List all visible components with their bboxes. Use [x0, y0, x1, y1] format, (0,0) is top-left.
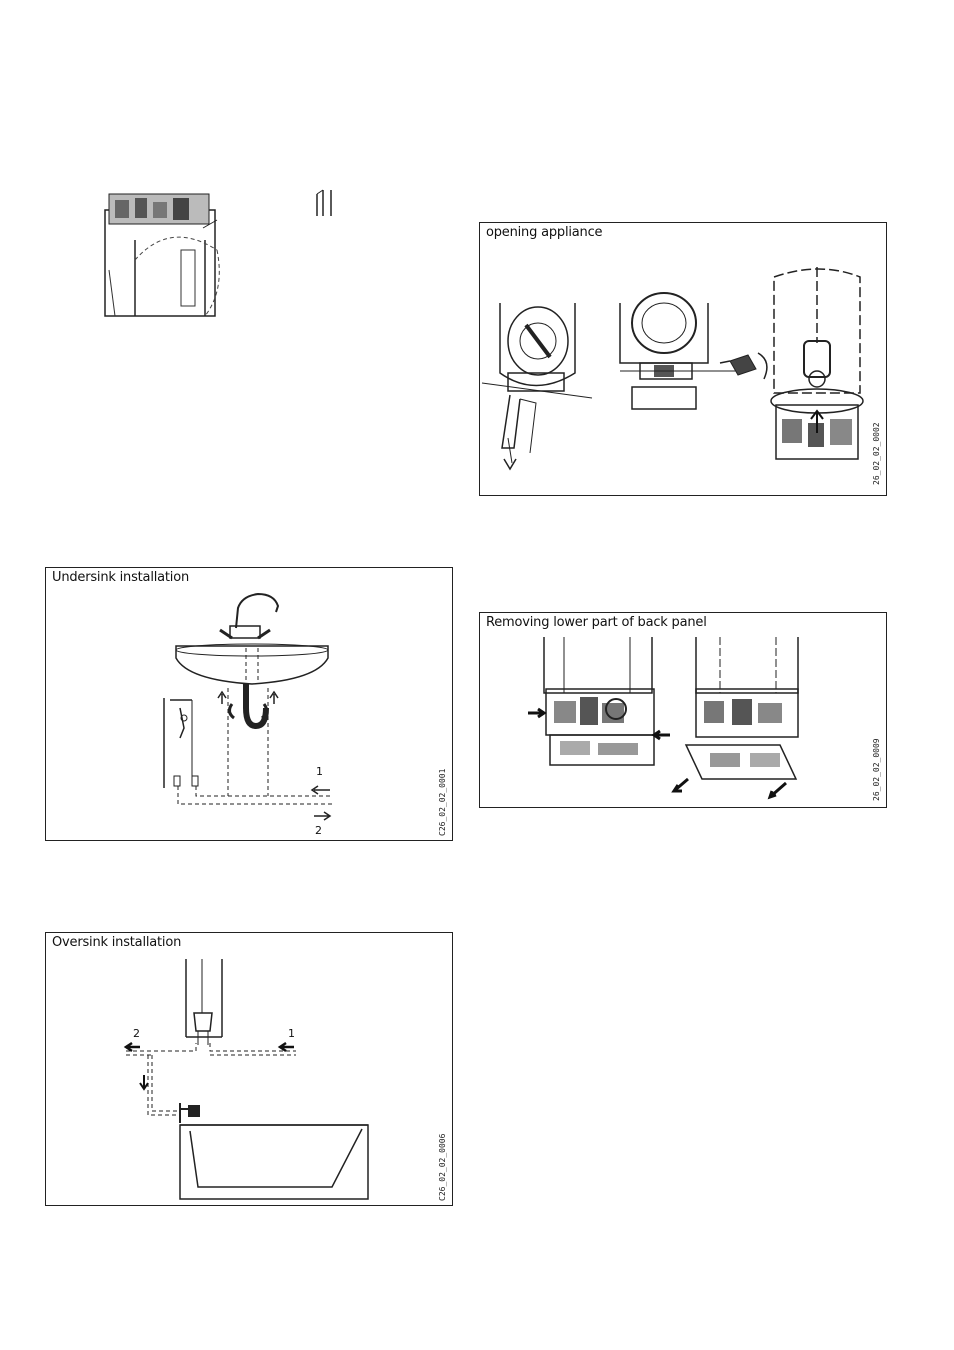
opening-appliance-drawing: [480, 223, 888, 497]
oversink-drawing: [46, 933, 454, 1207]
removing-back-panel-drawing: [480, 613, 888, 809]
top-fragment-svg: [95, 180, 355, 320]
panel-undersink-installation: Undersink installation 1 2 C26_02: [45, 567, 453, 841]
figure-code: 26_02_02_0009: [872, 738, 881, 801]
label-inlet-1: 1: [288, 1027, 295, 1040]
figure-code: C26_02_02_0006: [438, 1134, 447, 1201]
label-outlet-2: 2: [315, 824, 322, 837]
label-inlet-1: 1: [316, 765, 323, 778]
undersink-drawing: [46, 568, 454, 842]
top-fragment-drawing: [95, 180, 355, 320]
panel-oversink-installation: Oversink installation 2 1 C26_02_02_0006: [45, 932, 453, 1206]
figure-code: C26_02_02_0001: [438, 769, 447, 836]
label-outlet-2: 2: [133, 1027, 140, 1040]
panel-removing-back-panel: Removing lower part of back panel 26_02_…: [479, 612, 887, 808]
panel-opening-appliance: opening appliance 26_02_02_: [479, 222, 887, 496]
figure-code: 26_02_02_0002: [872, 422, 881, 485]
